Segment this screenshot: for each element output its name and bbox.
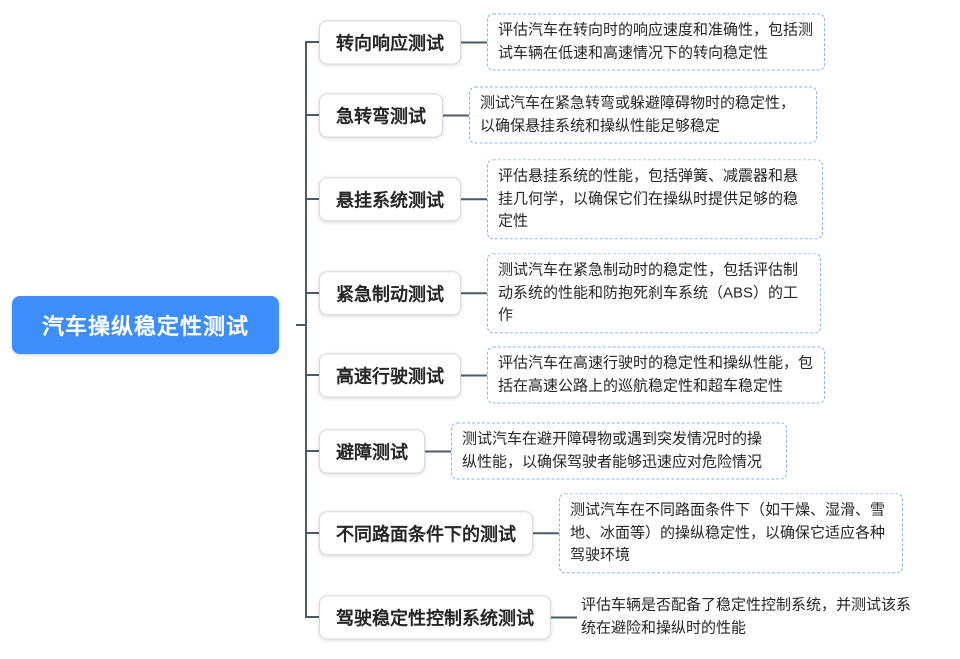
branch-row-obstacle-avoidance: 避障测试 测试汽车在避开障碍物或遇到突发情况时的操纵性能，以确保驾驶者能够迅速应…	[319, 422, 787, 480]
trunk-connector-line	[305, 41, 307, 618]
node-desc-connector-line	[461, 374, 487, 376]
branch-description[interactable]: 评估汽车在转向时的响应速度和准确性，包括测试车辆在低速和高速情况下的转向稳定性	[487, 13, 825, 71]
branch-connector-line	[305, 616, 319, 618]
branch-row-sharp-turn: 急转弯测试 测试汽车在紧急转弯或躲避障碍物时的稳定性，以确保悬挂系统和操纵性能足…	[319, 86, 817, 144]
branch-connector-line	[305, 198, 319, 200]
branch-row-emergency-brake: 紧急制动测试 测试汽车在紧急制动时的稳定性，包括评估制动系统的性能和防抱死刹车系…	[319, 253, 821, 333]
node-desc-connector-line	[461, 292, 487, 294]
branch-row-steering-response: 转向响应测试 评估汽车在转向时的响应速度和准确性，包括测试车辆在低速和高速情况下…	[319, 13, 825, 71]
branch-description[interactable]: 评估汽车在高速行驶时的稳定性和操纵性能，包括在高速公路上的巡航稳定性和超车稳定性	[487, 346, 825, 404]
branch-row-road-conditions: 不同路面条件下的测试 测试汽车在不同路面条件下（如干燥、湿滑、雪地、冰面等）的操…	[319, 493, 903, 573]
branch-connector-line	[305, 374, 319, 376]
branch-connector-line	[305, 41, 319, 43]
node-desc-connector-line	[551, 616, 577, 618]
branch-node[interactable]: 紧急制动测试	[319, 271, 461, 315]
node-desc-connector-line	[533, 532, 559, 534]
branch-description[interactable]: 测试汽车在紧急转弯或躲避障碍物时的稳定性，以确保悬挂系统和操纵性能足够稳定	[469, 86, 817, 144]
node-desc-connector-line	[443, 114, 469, 116]
branch-node[interactable]: 高速行驶测试	[319, 353, 461, 397]
branch-row-stability-control-system: 驾驶稳定性控制系统测试 评估车辆是否配备了稳定性控制系统，并测试该系统在避险和操…	[319, 595, 913, 640]
branch-connector-line	[305, 114, 319, 116]
branch-description[interactable]: 测试汽车在紧急制动时的稳定性，包括评估制动系统的性能和防抱死刹车系统（ABS）的…	[487, 253, 821, 333]
node-desc-connector-line	[461, 198, 487, 200]
branch-description[interactable]: 测试汽车在不同路面条件下（如干燥、湿滑、雪地、冰面等）的操纵稳定性，以确保它适应…	[559, 493, 903, 573]
branch-node[interactable]: 悬挂系统测试	[319, 177, 461, 221]
branch-description[interactable]: 评估悬挂系统的性能，包括弹簧、减震器和悬挂几何学，以确保它们在操纵时提供足够的稳…	[487, 159, 823, 239]
branch-connector-line	[305, 450, 319, 452]
node-desc-connector-line	[461, 41, 487, 43]
root-node[interactable]: 汽车操纵稳定性测试	[12, 296, 280, 354]
branch-row-suspension: 悬挂系统测试 评估悬挂系统的性能，包括弹簧、减震器和悬挂几何学，以确保它们在操纵…	[319, 159, 823, 239]
branch-connector-line	[305, 532, 319, 534]
branch-node[interactable]: 避障测试	[319, 429, 425, 473]
node-desc-connector-line	[425, 450, 451, 452]
branch-node[interactable]: 急转弯测试	[319, 93, 443, 137]
branch-description[interactable]: 测试汽车在避开障碍物或遇到突发情况时的操纵性能，以确保驾驶者能够迅速应对危险情况	[451, 422, 787, 480]
branch-row-high-speed: 高速行驶测试 评估汽车在高速行驶时的稳定性和操纵性能，包括在高速公路上的巡航稳定…	[319, 346, 825, 404]
branch-node[interactable]: 不同路面条件下的测试	[319, 511, 533, 555]
branch-description[interactable]: 评估车辆是否配备了稳定性控制系统，并测试该系统在避险和操纵时的性能	[581, 596, 912, 637]
branch-node[interactable]: 转向响应测试	[319, 20, 461, 64]
branch-connector-line	[305, 292, 319, 294]
branch-node[interactable]: 驾驶稳定性控制系统测试	[319, 595, 551, 639]
root-connector-line	[296, 324, 306, 326]
